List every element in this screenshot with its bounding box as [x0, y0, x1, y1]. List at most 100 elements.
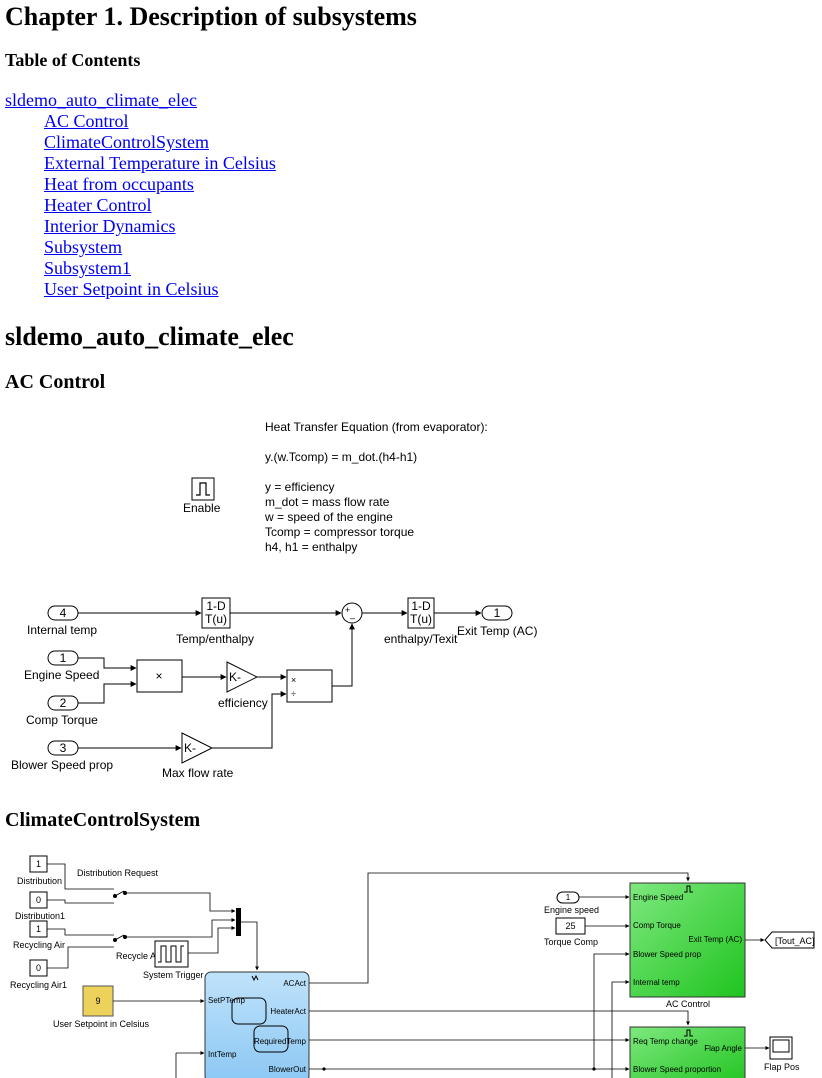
lookup-enthalpy-texit[interactable]: 1-D T(u) enthalpy/Texit — [384, 597, 458, 646]
toc-link-climate-control-system[interactable]: ClimateControlSystem — [44, 132, 209, 152]
inport-comp-torque[interactable]: 2 Comp Torque — [26, 695, 98, 727]
svg-text:×: × — [155, 669, 162, 683]
ac-control-subsystem[interactable]: Engine Speed Comp Torque Blower Speed pr… — [629, 882, 746, 1009]
enable-label: Enable — [183, 501, 221, 515]
svg-text:ACAct: ACAct — [283, 979, 306, 988]
enable-port[interactable]: Enable — [183, 477, 221, 515]
toc-link-interior-dynamics[interactable]: Interior Dynamics — [44, 216, 176, 236]
svg-text:T(u): T(u) — [205, 612, 227, 626]
user-setpoint-constant[interactable]: 9 User Setpoint in Celsius — [53, 985, 150, 1029]
enable-icon — [684, 885, 693, 893]
svg-text:Internal temp: Internal temp — [633, 978, 680, 987]
svg-text:1: 1 — [566, 893, 571, 902]
svg-text:Req Temp change: Req Temp change — [633, 1037, 698, 1046]
torque-comp-label: Torque Comp — [544, 937, 598, 947]
constant-label: Recycling Air1 — [10, 980, 67, 990]
equation-def-3: w = speed of the engine — [264, 510, 393, 524]
system-trigger-label: System Trigger — [143, 970, 204, 980]
svg-text:Blower Speed proportion: Blower Speed proportion — [633, 1065, 721, 1074]
gain-efficiency[interactable]: K- efficiency — [218, 661, 268, 710]
svg-text:25: 25 — [565, 921, 575, 931]
mux-block[interactable] — [236, 908, 241, 936]
scope-icon — [772, 1039, 790, 1053]
product-block[interactable]: × — [136, 659, 183, 693]
inport-blower-speed[interactable]: 3 Blower Speed prop — [11, 740, 113, 772]
svg-text:1: 1 — [36, 859, 41, 869]
switch-distribution[interactable] — [113, 890, 127, 898]
heater-control-subsystem[interactable]: Req Temp change Blower Speed proportion … — [629, 1026, 746, 1078]
toc-link-user-setpoint[interactable]: User Setpoint in Celsius — [44, 279, 219, 299]
svg-text:T(u): T(u) — [410, 612, 432, 626]
svg-text:–: – — [350, 613, 355, 623]
recycle-air-label: Recycle Air On — [116, 951, 176, 961]
sum-block[interactable]: + – — [341, 602, 363, 624]
constant-label: Distribution1 — [15, 911, 65, 921]
svg-text:Comp Torque: Comp Torque — [633, 921, 681, 930]
lookup-label: enthalpy/Texit — [384, 632, 458, 646]
setpoint-label: User Setpoint in Celsius — [53, 1019, 150, 1029]
toc-heading: Table of Contents — [5, 50, 141, 70]
branch-point — [592, 1067, 596, 1071]
lookup-label: Temp/enthalpy — [176, 632, 254, 646]
toc-link-heater-control[interactable]: Heater Control — [44, 195, 152, 215]
dist-request-label: Distribution Request — [77, 868, 159, 878]
toc-link-external-temperature[interactable]: External Temperature in Celsius — [44, 153, 276, 173]
toc-link-root[interactable]: sldemo_auto_climate_elec — [5, 90, 197, 110]
toc-link-heat-from-occupants[interactable]: Heat from occupants — [44, 174, 194, 194]
toc-link-subsystem[interactable]: Subsystem — [44, 237, 123, 257]
inport-internal-temp[interactable]: 4 Internal temp — [27, 605, 97, 637]
svg-text:1: 1 — [60, 651, 67, 665]
svg-text:K-: K- — [229, 670, 241, 684]
svg-text:÷: ÷ — [291, 689, 296, 699]
ac-control-label: AC Control — [666, 999, 710, 1009]
flap-pos-label: Flap Pos — [764, 1062, 800, 1072]
torque-comp-constant[interactable]: 25 Torque Comp — [544, 917, 598, 947]
constant-recycling-air1[interactable]: 0 Recycling Air1 — [10, 959, 67, 990]
equation-def-2: m_dot = mass flow rate — [265, 495, 390, 509]
constant-recycling-air[interactable]: 1 Recycling Air — [13, 920, 65, 950]
svg-text:IntTemp: IntTemp — [208, 1050, 237, 1059]
divide-block[interactable]: × ÷ — [286, 669, 333, 703]
inport-label: Blower Speed prop — [11, 758, 113, 772]
svg-text:+: + — [345, 605, 350, 615]
svg-text:1-D: 1-D — [206, 599, 226, 613]
outport-label: Exit Temp (AC) — [457, 624, 537, 638]
constant-distribution[interactable]: 1 Distribution — [17, 855, 62, 886]
outport-exit-temp[interactable]: 1 Exit Temp (AC) — [457, 605, 537, 638]
stateflow-chart[interactable]: SetPTemp IntTemp ACAct HeaterAct Require… — [204, 971, 310, 1078]
svg-text:1-D: 1-D — [411, 599, 431, 613]
inport-label: Internal temp — [27, 623, 97, 637]
equation-def-1: y = efficiency — [265, 480, 334, 494]
ccs-heading: ClimateControlSystem — [5, 809, 201, 831]
svg-text:HeaterAct: HeaterAct — [270, 1007, 306, 1016]
equation-formula: y.(w.Tcomp) = m_dot.(h4-h1) — [265, 450, 417, 464]
svg-text:1: 1 — [36, 924, 41, 934]
constant-label: Recycling Air — [13, 940, 65, 950]
inport-engine-speed[interactable]: 1 Engine Speed — [24, 650, 99, 682]
inport-engine-speed-ccs[interactable]: 1 Engine speed — [544, 891, 599, 915]
ac-control-heading: AC Control — [5, 371, 106, 393]
svg-text:RequiredTemp: RequiredTemp — [254, 1037, 307, 1046]
gain-max-flow-rate[interactable]: K- Max flow rate — [162, 732, 234, 780]
state-icon — [253, 1025, 289, 1053]
engine-speed-label: Engine speed — [544, 905, 599, 915]
toc-link-ac-control[interactable]: AC Control — [44, 111, 129, 131]
trigger-icon — [251, 974, 259, 982]
system-trigger-block[interactable]: System Trigger — [143, 940, 204, 980]
lookup-temp-enthalpy[interactable]: 1-D T(u) Temp/enthalpy — [176, 597, 254, 646]
section-title: sldemo_auto_climate_elec — [5, 322, 294, 351]
svg-text:Blower Speed prop: Blower Speed prop — [633, 950, 702, 959]
svg-text:4: 4 — [60, 606, 67, 620]
flap-pos-scope[interactable]: Flap Pos — [764, 1036, 800, 1072]
goto-tout-ac[interactable]: [Tout_AC] — [764, 931, 815, 949]
svg-text:Flap Angle: Flap Angle — [704, 1044, 742, 1053]
constant-distribution1[interactable]: 0 Distribution1 — [15, 891, 65, 921]
constant-label: Distribution — [17, 876, 62, 886]
svg-text:×: × — [291, 675, 296, 685]
svg-text:SetPTemp: SetPTemp — [208, 996, 245, 1005]
svg-text:0: 0 — [36, 963, 41, 973]
switch-recycle[interactable] — [113, 934, 127, 942]
svg-text:BlowerOut: BlowerOut — [269, 1065, 307, 1074]
pulse-icon — [158, 945, 184, 963]
toc-link-subsystem1[interactable]: Subsystem1 — [44, 258, 132, 278]
